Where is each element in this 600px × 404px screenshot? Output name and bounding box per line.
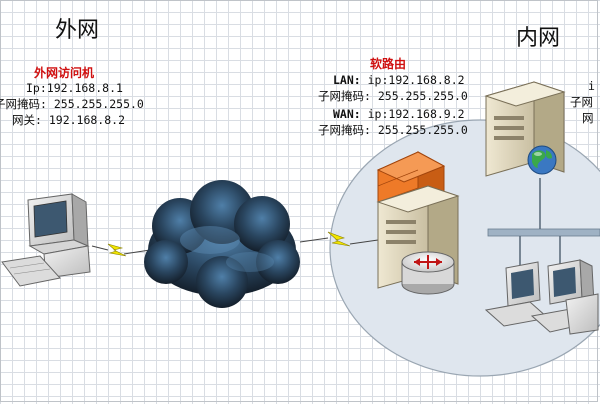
router-label: 软路由 <box>370 57 407 71</box>
inner-host-mask-partial: 子网 <box>570 95 593 109</box>
internet-cloud-icon <box>144 180 300 308</box>
router-wan-ip: WAN: ip:192.168.9.2 <box>333 106 465 122</box>
outer-host-gateway: 网关: 192.168.8.2 <box>12 113 126 127</box>
router-lan-mask: 子网掩码: 255.255.255.0 <box>318 89 468 103</box>
globe-icon <box>527 145 557 175</box>
soft-router-icon <box>376 151 460 295</box>
inner-host-ip-partial: i <box>588 79 595 93</box>
outer-host-mask: 子网掩码: 255.255.255.0 <box>0 97 144 111</box>
lightning-link-left <box>91 243 151 257</box>
lan-backbone <box>487 178 600 270</box>
router-wan-mask: 子网掩码: 255.255.255.0 <box>318 123 468 137</box>
inner-server-icon <box>484 81 566 177</box>
outer-host-ip: Ip:192.168.8.1 <box>26 81 123 95</box>
router-lan-ip: LAN: ip:192.168.8.2 <box>333 72 465 88</box>
inner-workstations-icon <box>484 259 599 335</box>
inner-host-gateway-partial: 网 <box>582 111 594 125</box>
outer-host-label: 外网访问机 <box>34 66 95 80</box>
lightning-link-right <box>299 231 379 247</box>
router-wan-key: WAN: <box>333 107 361 121</box>
inner-network-title: 内网 <box>516 26 561 51</box>
outer-pc-icon <box>1 193 91 287</box>
router-lan-ip-value: ip:192.168.8.2 <box>360 73 465 87</box>
outer-network-title: 外网 <box>55 18 100 43</box>
router-lan-key: LAN: <box>333 73 361 87</box>
router-wan-ip-value: ip:192.168.9.2 <box>360 107 465 121</box>
